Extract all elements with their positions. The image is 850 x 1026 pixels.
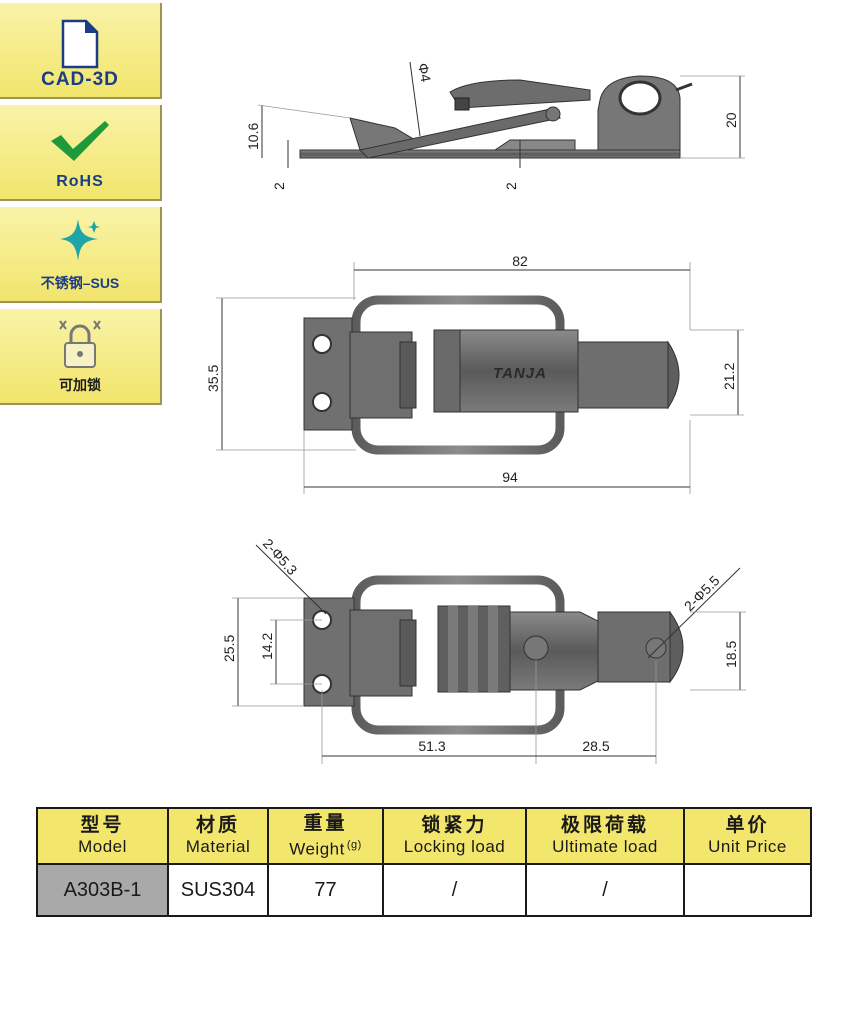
cell-locking-load: / [382,863,527,917]
document-icon [61,19,99,69]
dim-25-5: 25.5 [221,635,237,662]
weight-unit: (g) [346,838,362,851]
top-view: 82 TANJA 35.5 21.2 94 [205,253,744,494]
cell-material: SUS304 [167,863,269,917]
stainless-steel-label: 不锈钢–SUS [40,275,120,291]
lockable-label: 可加锁 [59,377,101,393]
dim-hole-left: 2-Φ5.3 [260,535,301,578]
cell-model: A303B-1 [36,863,169,917]
check-mark-icon [51,121,109,161]
cell-ultimate-load: / [525,863,685,917]
dim-10-6: 10.6 [245,123,261,150]
bottom-view: 2-Φ5.3 2-Φ5.5 25.5 14.2 18.5 51.3 28.5 [221,535,746,764]
cad-3d-badge[interactable]: CAD-3D [0,3,162,99]
dim-28-5: 28.5 [582,738,609,754]
side-view: 10.6 2 2 20 Φ4 [245,62,745,190]
dim-51-3: 51.3 [418,738,445,754]
dim-phi-4: Φ4 [415,62,434,84]
padlock-icon [59,320,101,368]
dim-21-2: 21.2 [721,363,737,390]
dim-82: 82 [512,253,528,269]
dim-35-5: 35.5 [205,365,221,392]
brand-logo: TANJA [493,365,547,382]
cell-unit-price [683,863,812,917]
table-row: A303B-1 SUS304 77 / / [36,863,812,917]
lockable-badge: 可加锁 [0,309,162,405]
cad-3d-label: CAD-3D [41,69,119,90]
technical-drawing: 10.6 2 2 20 Φ4 82 TANJA 35.5 21 [205,62,746,764]
dim-14-2: 14.2 [259,633,275,660]
dim-2-left: 2 [271,182,287,190]
rohs-label: RoHS [56,173,104,190]
rohs-badge: RoHS [0,105,162,201]
dim-20: 20 [723,112,739,128]
sparkle-icon [60,219,100,261]
dim-2-right: 2 [503,182,519,190]
dim-hole-right: 2-Φ5.5 [681,572,723,614]
stainless-steel-badge: 不锈钢–SUS [0,207,162,303]
dim-18-5: 18.5 [723,641,739,668]
dim-94: 94 [502,469,518,485]
cell-weight: 77 [267,863,384,917]
